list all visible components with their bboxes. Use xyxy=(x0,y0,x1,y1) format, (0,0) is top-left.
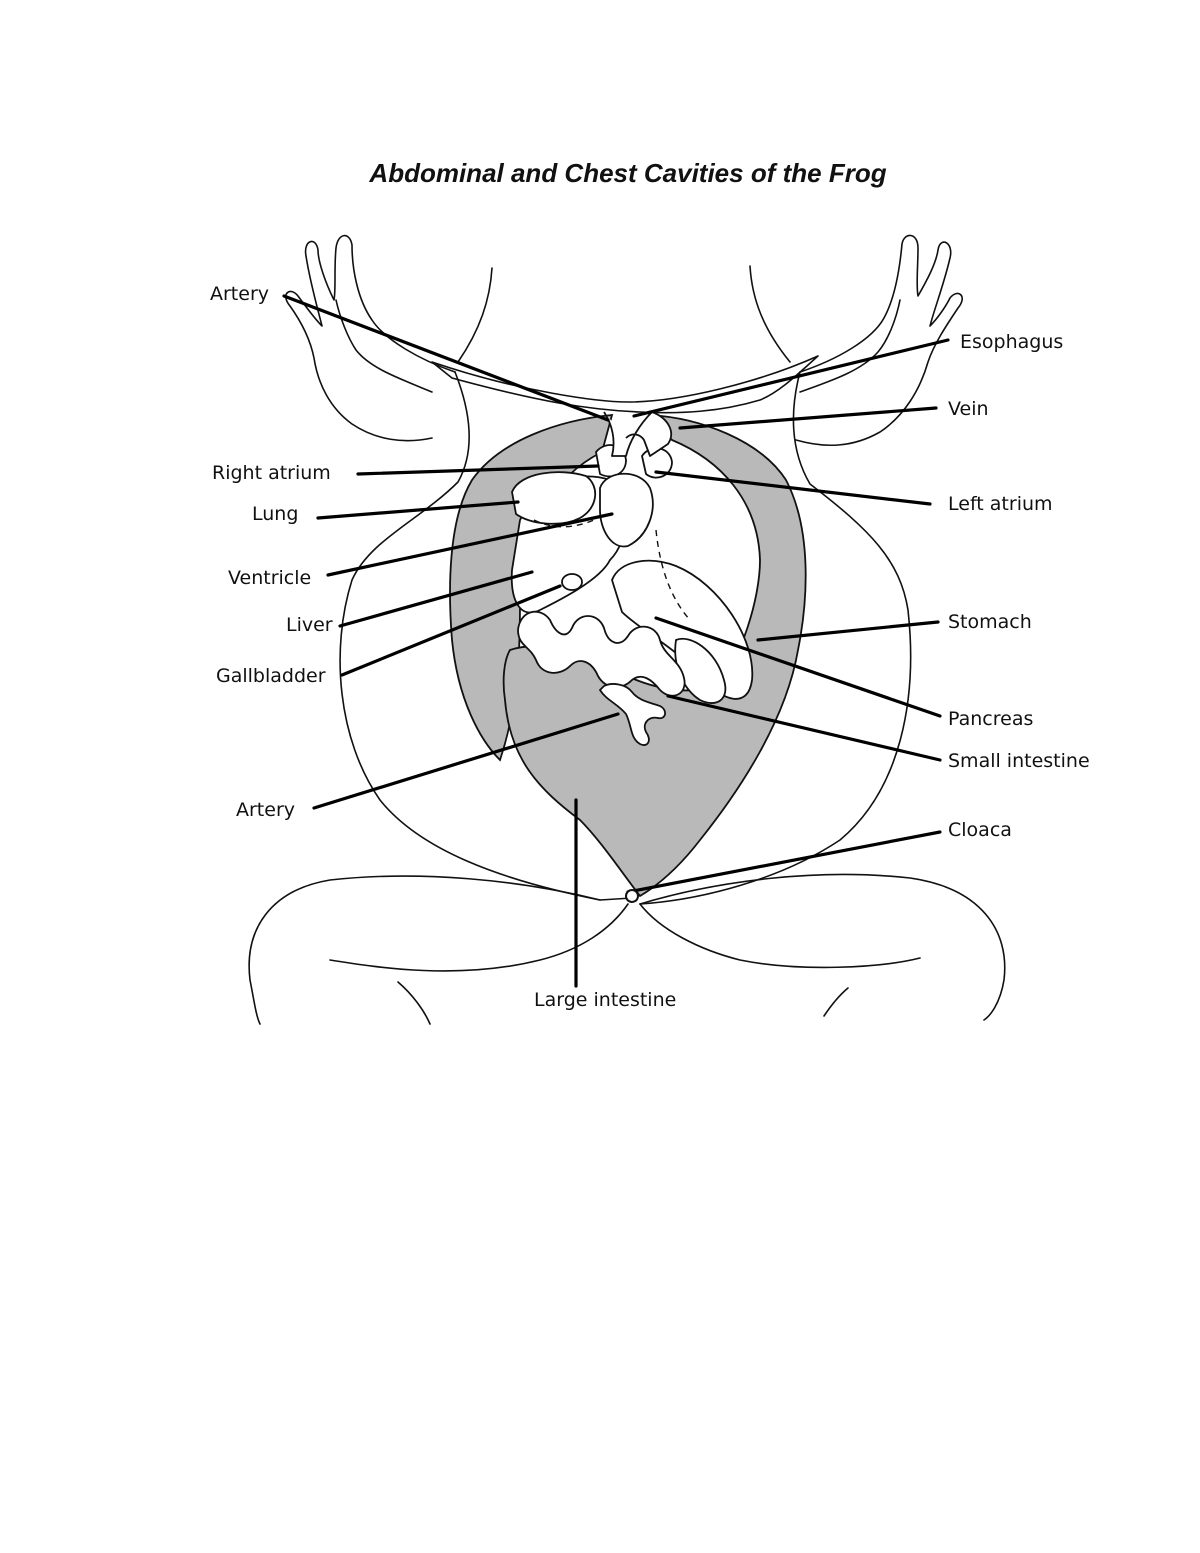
leader-right-atrium xyxy=(356,464,600,476)
label-left-atrium: Left atrium xyxy=(948,493,1053,515)
label-esophagus: Esophagus xyxy=(960,331,1063,353)
leader-esophagus xyxy=(632,338,950,418)
lung-shape xyxy=(511,471,596,525)
leader-cloaca xyxy=(626,830,942,894)
label-gallbladder: Gallbladder xyxy=(216,665,326,687)
ventricle-shape xyxy=(599,472,654,548)
leader-small-intestine xyxy=(666,694,942,762)
label-small-intestine: Small intestine xyxy=(948,750,1090,772)
label-pancreas: Pancreas xyxy=(948,708,1033,730)
leader-liver xyxy=(338,570,534,628)
leader-lines xyxy=(282,294,950,988)
small-intestine-shape xyxy=(517,610,686,697)
leader-pancreas xyxy=(654,616,942,718)
mesentery-artery-shape xyxy=(599,683,666,746)
leader-artery-bottom xyxy=(312,712,620,810)
leader-left-atrium xyxy=(654,470,932,506)
label-liver: Liver xyxy=(286,614,333,636)
leader-lung xyxy=(316,500,520,520)
label-ventricle: Ventricle xyxy=(228,567,311,589)
leader-artery-top xyxy=(282,294,610,422)
label-vein: Vein xyxy=(948,398,989,420)
leader-ventricle xyxy=(326,512,614,577)
label-lung: Lung xyxy=(252,503,298,525)
leader-vein xyxy=(678,406,938,430)
labels: Artery Right atrium Lung Ventricle Liver… xyxy=(210,283,1090,1011)
label-artery-bottom: Artery xyxy=(236,799,295,821)
gallbladder-shape xyxy=(561,573,583,591)
leader-gallbladder xyxy=(340,584,562,677)
label-stomach: Stomach xyxy=(948,611,1032,633)
cloaca-opening xyxy=(625,889,639,903)
label-large-intestine: Large intestine xyxy=(534,989,676,1011)
label-right-atrium: Right atrium xyxy=(212,462,331,484)
diagram-title: Abdominal and Chest Cavities of the Frog xyxy=(369,158,887,188)
label-cloaca: Cloaca xyxy=(948,819,1012,841)
label-artery-top: Artery xyxy=(210,283,269,305)
leader-stomach xyxy=(756,620,940,642)
organs xyxy=(510,411,754,746)
